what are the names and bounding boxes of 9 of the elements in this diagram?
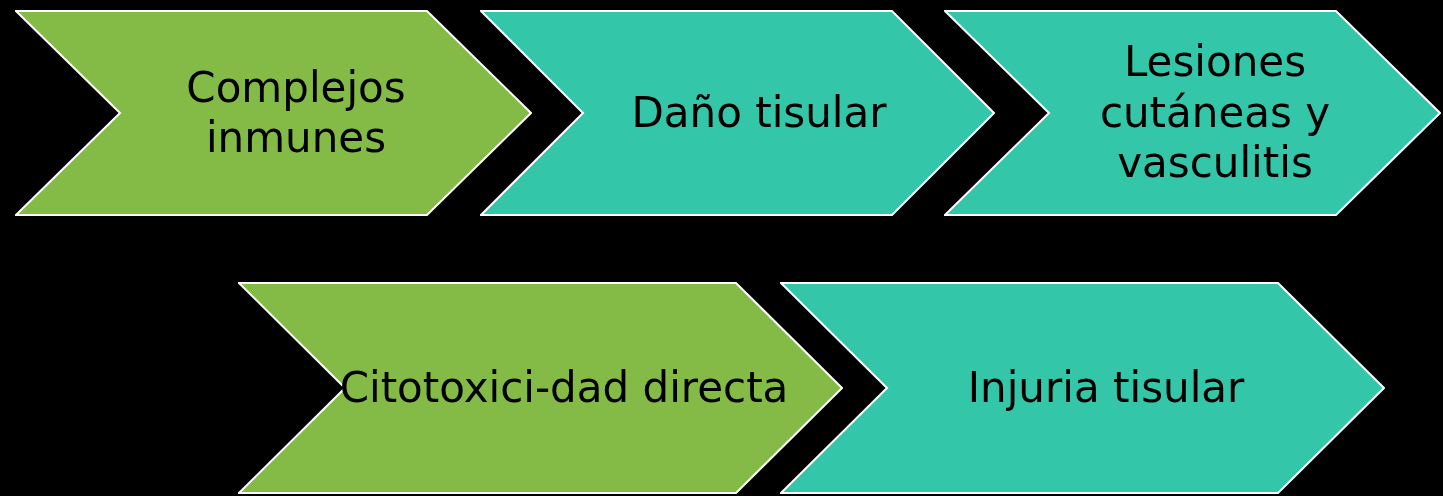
chevron-label: Complejos inmunes [185,62,407,164]
chevron-shape [238,282,843,494]
chevron-label: Citotoxici-dad directa [339,362,789,414]
chevron-shape [944,10,1441,216]
chevron-label: Lesiones cutáneas y vasculitis [1098,37,1332,189]
chevron-shape [15,10,532,216]
chevron-label: Injuria tisular [967,362,1245,414]
chevron-shape [480,10,995,216]
chevron-label: Daño tisular [631,87,887,139]
